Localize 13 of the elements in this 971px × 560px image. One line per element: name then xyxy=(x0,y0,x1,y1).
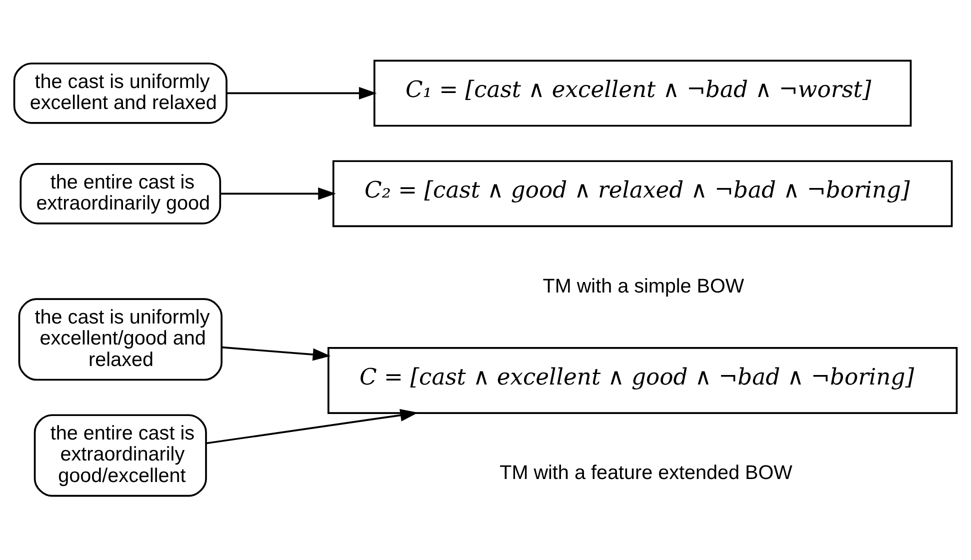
label: TM with a feature extended BOW xyxy=(500,462,792,484)
node-box: C = [cast ∧ excellent ∧ good ∧ ¬bad ∧ ¬boring] xyxy=(328,347,958,414)
arrow xyxy=(220,187,336,200)
node-box: the entire cast is extraordinarily good xyxy=(20,163,222,224)
node-box: the cast is uniformly excellent/good and relaxed xyxy=(18,298,222,381)
label: TM with a simple BOW xyxy=(542,275,744,298)
arrow xyxy=(222,346,331,361)
node-box: C₁ = [cast ∧ excellent ∧ ¬bad ∧ ¬worst] xyxy=(374,60,912,127)
arrow xyxy=(226,86,377,100)
node-box: the cast is uniformly excellent and relaxed xyxy=(13,62,228,124)
node-box: C₂ = [cast ∧ good ∧ relaxed ∧ ¬bad ∧ ¬boring] xyxy=(332,160,953,228)
node-box: the entire cast is extraordinarily good/excellent xyxy=(34,414,207,497)
arrow xyxy=(206,409,418,444)
